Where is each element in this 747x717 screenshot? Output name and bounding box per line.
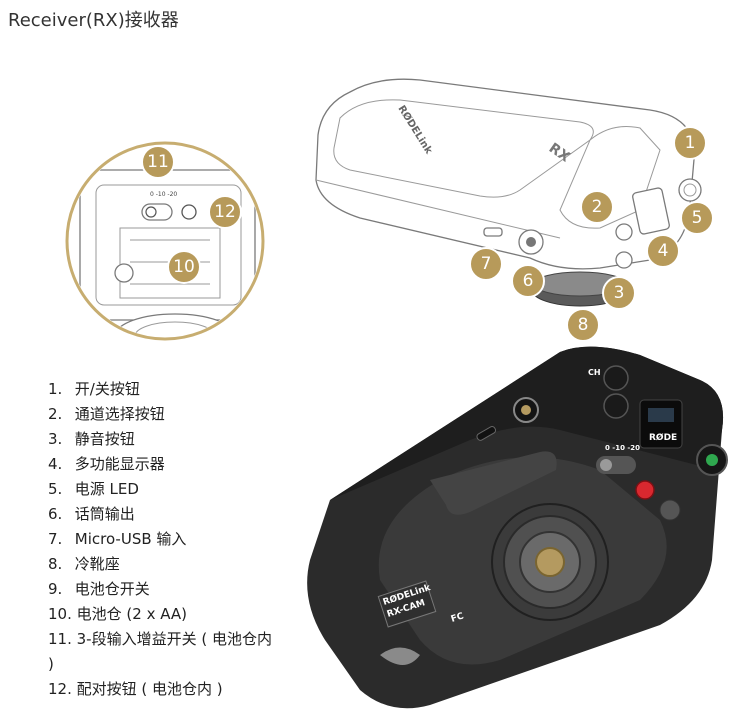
svg-text:10: 10 xyxy=(173,257,195,277)
ch-label-text: CH xyxy=(588,368,601,377)
receiver-photo-view: RØDELink RX-CAM FC RØDE CH 0 -10 -20 xyxy=(307,346,728,709)
item-label: 电池仓开关 xyxy=(74,580,150,598)
svg-text:4: 4 xyxy=(658,241,669,261)
list-item: 11. 3-段输入增益开关 ( 电池仓内 ) xyxy=(48,627,278,677)
list-item: 1. 开/关按钮 xyxy=(48,377,278,402)
callout-3: 3 xyxy=(602,276,636,310)
list-item: 9. 电池仓开关 xyxy=(48,577,278,602)
list-item: 10. 电池仓 (2 x AA) xyxy=(48,602,278,627)
list-item: 2. 通道选择按钮 xyxy=(48,402,278,427)
svg-text:5: 5 xyxy=(692,208,703,228)
callout-4: 4 xyxy=(646,234,680,268)
gain-marks-text: 0 -10 -20 xyxy=(605,444,640,452)
item-label: 电源 LED xyxy=(74,480,139,498)
item-label: 电池仓 (2 x AA) xyxy=(76,605,188,623)
receiver-top-view: RØDELink RX xyxy=(315,78,702,307)
parts-list: 1. 开/关按钮 2. 通道选择按钮 3. 静音按钮 4. 多功能显示器 5. … xyxy=(48,377,278,702)
item-number: 8. xyxy=(48,555,63,573)
list-item: 7. Micro-USB 输入 xyxy=(48,527,278,552)
callout-11: 11 xyxy=(141,145,175,179)
callout-5: 5 xyxy=(680,201,714,235)
svg-text:3: 3 xyxy=(614,283,625,303)
item-number: 1. xyxy=(48,380,63,398)
callout-8: 8 xyxy=(566,308,600,342)
item-label: 静音按钮 xyxy=(74,430,135,448)
svg-text:8: 8 xyxy=(578,315,589,335)
item-number: 10. xyxy=(48,605,72,623)
svg-text:2: 2 xyxy=(592,197,603,217)
item-number: 4. xyxy=(48,455,63,473)
callout-1: 1 xyxy=(673,126,707,160)
list-item: 5. 电源 LED xyxy=(48,477,278,502)
list-item: 8. 冷靴座 xyxy=(48,552,278,577)
item-number: 3. xyxy=(48,430,63,448)
screen-brand-text: RØDE xyxy=(649,432,677,443)
item-number: 11. xyxy=(48,630,72,648)
item-label: 开/关按钮 xyxy=(74,380,140,398)
inset-gain-marks: 0 -10 -20 xyxy=(150,191,177,198)
svg-text:11: 11 xyxy=(147,152,169,172)
item-label: 配对按钮 ( 电池仓内 ) xyxy=(76,680,223,698)
bottom-fc-text: FC xyxy=(450,611,466,625)
callout-2: 2 xyxy=(580,190,614,224)
item-label: 多功能显示器 xyxy=(74,455,165,473)
item-label: 话筒输出 xyxy=(74,505,135,523)
svg-text:6: 6 xyxy=(523,271,534,291)
list-item: 3. 静音按钮 xyxy=(48,427,278,452)
list-item: 6. 话筒输出 xyxy=(48,502,278,527)
callout-6: 6 xyxy=(511,264,545,298)
page-title: Receiver(RX)接收器 xyxy=(8,10,179,31)
callout-10: 10 xyxy=(167,250,201,284)
list-item: 12. 配对按钮 ( 电池仓内 ) xyxy=(48,677,278,702)
item-number: 6. xyxy=(48,505,63,523)
item-number: 7. xyxy=(48,530,63,548)
callout-7: 7 xyxy=(469,247,503,281)
list-item: 4. 多功能显示器 xyxy=(48,452,278,477)
item-label: 冷靴座 xyxy=(74,555,120,573)
item-number: 2. xyxy=(48,405,63,423)
svg-text:1: 1 xyxy=(685,133,696,153)
svg-text:12: 12 xyxy=(214,202,236,222)
item-number: 12. xyxy=(48,680,72,698)
item-label: 3-段输入增益开关 ( 电池仓内 ) xyxy=(48,630,272,673)
item-label: Micro-USB 输入 xyxy=(74,530,187,548)
item-number: 9. xyxy=(48,580,63,598)
svg-text:7: 7 xyxy=(481,254,492,274)
callout-12: 12 xyxy=(208,195,242,229)
item-label: 通道选择按钮 xyxy=(74,405,165,423)
item-number: 5. xyxy=(48,480,63,498)
